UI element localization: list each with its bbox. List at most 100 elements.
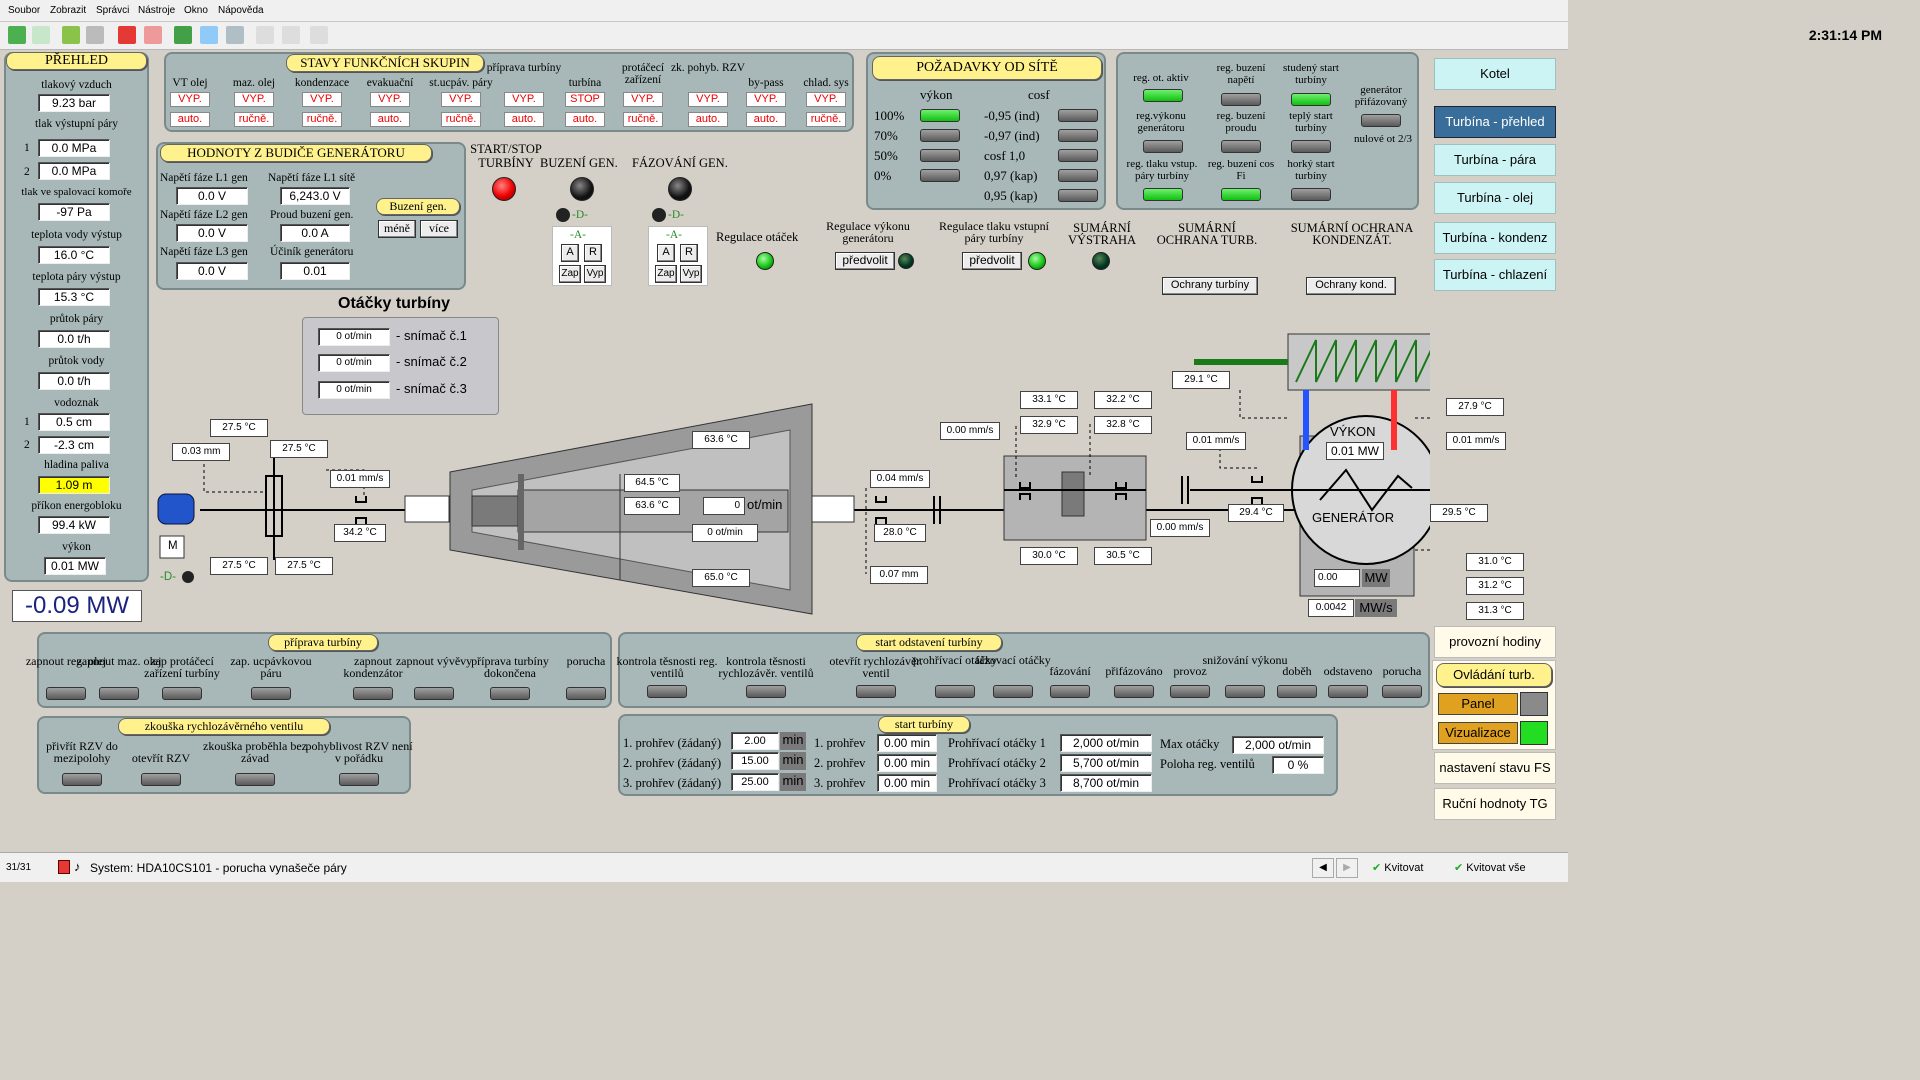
group-mode[interactable]: auto. xyxy=(170,112,210,127)
buzeni-zap-button[interactable]: Zap xyxy=(559,265,581,283)
vykon-led[interactable] xyxy=(920,169,960,182)
alarm-icon[interactable] xyxy=(118,26,136,44)
group-state[interactable]: VYP. xyxy=(746,92,786,107)
group-state[interactable]: STOP xyxy=(565,92,605,107)
odstaveni-item-led[interactable] xyxy=(1114,685,1154,698)
cosf-led[interactable] xyxy=(1058,189,1098,202)
odstaveni-item-led[interactable] xyxy=(856,685,896,698)
priprava-item-led[interactable] xyxy=(490,687,530,700)
scroll-left-icon[interactable]: ◀ xyxy=(1312,858,1334,878)
odstaveni-item-led[interactable] xyxy=(746,685,786,698)
p2-input[interactable]: 15.00 xyxy=(731,752,779,770)
vykon-led[interactable] xyxy=(920,149,960,162)
panel-button[interactable]: Panel xyxy=(1438,693,1518,715)
priprava-item-led[interactable] xyxy=(251,687,291,700)
odstaveni-item-led[interactable] xyxy=(1225,685,1265,698)
group-mode[interactable]: auto. xyxy=(688,112,728,127)
priprava-item-led[interactable] xyxy=(353,687,393,700)
p1-input[interactable]: 2.00 xyxy=(731,732,779,750)
vykon-led[interactable] xyxy=(920,109,960,122)
odstaveni-item-led[interactable] xyxy=(1050,685,1090,698)
nav-turbina-kondenz[interactable]: Turbína - kondenz xyxy=(1434,222,1556,254)
p3-input[interactable]: 25.00 xyxy=(731,773,779,791)
forward-icon[interactable] xyxy=(32,26,50,44)
priprava-item-led[interactable] xyxy=(414,687,454,700)
fazovani-vyp-button[interactable]: Vyp xyxy=(680,265,702,283)
menu-soubor[interactable]: Soubor xyxy=(8,5,41,16)
vizualizace-button[interactable]: Vizualizace xyxy=(1438,722,1518,744)
predvolit-vykon-button[interactable]: předvolit xyxy=(835,252,895,270)
buzeni-a-button[interactable]: A xyxy=(561,244,579,262)
document-icon[interactable] xyxy=(200,26,218,44)
group-mode[interactable]: ručně. xyxy=(806,112,846,127)
group-state[interactable]: VYP. xyxy=(688,92,728,107)
buzeni-r-button[interactable]: R xyxy=(584,244,602,262)
nav-kotel[interactable]: Kotel xyxy=(1434,58,1556,90)
predvolit-tlak-button[interactable]: předvolit xyxy=(962,252,1022,270)
nastaveni-stavu-button[interactable]: nastavení stavu FS xyxy=(1434,752,1556,784)
provozni-hodiny-button[interactable]: provozní hodiny xyxy=(1434,626,1556,658)
zkouska-item-led[interactable] xyxy=(235,773,275,786)
odstaveni-item-led[interactable] xyxy=(993,685,1033,698)
group-mode[interactable]: ručně. xyxy=(623,112,663,127)
odstaveni-item-led[interactable] xyxy=(935,685,975,698)
group-state[interactable]: VYP. xyxy=(234,92,274,107)
kvitovat-vse-button[interactable]: ✔ Kvitovat vše xyxy=(1454,858,1532,878)
odstaveni-item-led[interactable] xyxy=(1328,685,1368,698)
settings-icon[interactable] xyxy=(310,26,328,44)
cosf-led[interactable] xyxy=(1058,129,1098,142)
user-icon[interactable] xyxy=(86,26,104,44)
group-state[interactable]: VYP. xyxy=(302,92,342,107)
print-icon[interactable] xyxy=(282,26,300,44)
nav-turbina-para[interactable]: Turbína - pára xyxy=(1434,144,1556,176)
ochrany-turbiny-button[interactable]: Ochrany turbíny xyxy=(1162,277,1258,295)
group-mode[interactable]: auto. xyxy=(370,112,410,127)
group-mode[interactable]: auto. xyxy=(504,112,544,127)
menu-zobrazit[interactable]: Zobrazit xyxy=(50,5,87,16)
edit-icon[interactable] xyxy=(256,26,274,44)
group-mode[interactable]: ručně. xyxy=(302,112,342,127)
startstop-indicator[interactable] xyxy=(492,177,516,201)
group-state[interactable]: VYP. xyxy=(170,92,210,107)
cosf-led[interactable] xyxy=(1058,169,1098,182)
fazovani-r-button[interactable]: R xyxy=(680,244,698,262)
priprava-item-led[interactable] xyxy=(46,687,86,700)
group-mode[interactable]: ručně. xyxy=(441,112,481,127)
back-icon[interactable] xyxy=(8,26,26,44)
group-state[interactable]: VYP. xyxy=(623,92,663,107)
alarm-ack-icon[interactable] xyxy=(144,26,162,44)
priprava-item-led[interactable] xyxy=(162,687,202,700)
group-state[interactable]: VYP. xyxy=(441,92,481,107)
zkouska-item-led[interactable] xyxy=(339,773,379,786)
odstaveni-item-led[interactable] xyxy=(1382,685,1422,698)
menu-nastroje[interactable]: Nástroje xyxy=(138,5,176,16)
cosf-led[interactable] xyxy=(1058,109,1098,122)
nav-turbina-chlazeni[interactable]: Turbína - chlazení xyxy=(1434,259,1556,291)
chart-icon[interactable] xyxy=(174,26,192,44)
buzeni-indicator[interactable] xyxy=(570,177,594,201)
vice-button[interactable]: více xyxy=(420,220,458,238)
rucni-hodnoty-button[interactable]: Ruční hodnoty TG xyxy=(1434,788,1556,820)
priprava-item-led[interactable] xyxy=(566,687,606,700)
buzeni-vyp-button[interactable]: Vyp xyxy=(584,265,606,283)
odstaveni-item-led[interactable] xyxy=(1277,685,1317,698)
ochrany-kond-button[interactable]: Ochrany kond. xyxy=(1306,277,1396,295)
group-mode[interactable]: auto. xyxy=(565,112,605,127)
menu-spravci[interactable]: Správci xyxy=(96,5,130,16)
priprava-item-led[interactable] xyxy=(99,687,139,700)
nav-turbina-olej[interactable]: Turbína - olej xyxy=(1434,182,1556,214)
kvitovat-button[interactable]: ✔ Kvitovat xyxy=(1372,858,1446,878)
cosf-led[interactable] xyxy=(1058,149,1098,162)
odstaveni-item-led[interactable] xyxy=(647,685,687,698)
zkouska-item-led[interactable] xyxy=(141,773,181,786)
scroll-right-icon[interactable]: ▶ xyxy=(1336,858,1358,878)
fazovani-a-button[interactable]: A xyxy=(657,244,675,262)
menu-okno[interactable]: Okno xyxy=(184,5,208,16)
fazovani-indicator[interactable] xyxy=(668,177,692,201)
group-state[interactable]: VYP. xyxy=(806,92,846,107)
print-preview-icon[interactable] xyxy=(226,26,244,44)
vykon-led[interactable] xyxy=(920,129,960,142)
group-mode[interactable]: ručně. xyxy=(234,112,274,127)
group-state[interactable]: VYP. xyxy=(370,92,410,107)
fazovani-zap-button[interactable]: Zap xyxy=(655,265,677,283)
